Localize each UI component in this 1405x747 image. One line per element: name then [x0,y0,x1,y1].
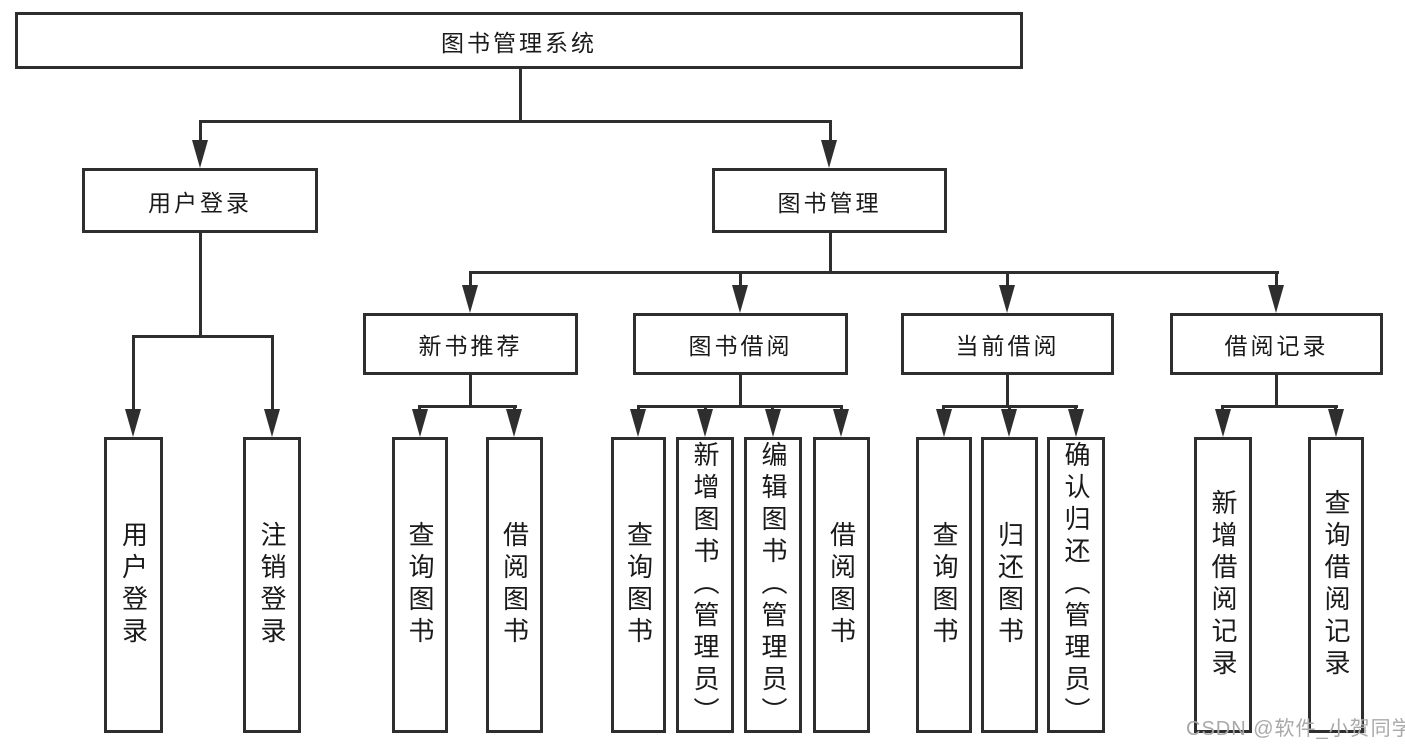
arrowhead-icon [462,285,478,313]
node-return-books: 归还图书 [981,437,1038,733]
arrowhead-icon [833,409,849,437]
connector-line [1006,375,1009,405]
connector-line [199,120,832,123]
connector-line [1275,375,1278,405]
arrowhead-icon [732,285,748,313]
arrowhead-icon [412,409,428,437]
node-query-books-1: 查询图书 [392,437,448,733]
node-add-books-admin: 新增图书（管理员） [676,437,734,733]
node-confirm-return-admin: 确认归还（管理员） [1047,437,1105,733]
arrowhead-icon [1268,285,1284,313]
connector-line [132,335,274,338]
arrowhead-icon [1001,409,1017,437]
node-query-books-2: 查询图书 [611,437,666,733]
connector-line [469,375,472,405]
arrowhead-icon [765,409,781,437]
connector-line [199,120,202,144]
connector-line [271,335,274,411]
node-query-borrow-record: 查询借阅记录 [1308,437,1364,733]
node-add-borrow-record: 新增借阅记录 [1194,437,1252,733]
node-query-books-3: 查询图书 [916,437,972,733]
arrowhead-icon [1215,409,1231,437]
node-edit-books-admin: 编辑图书（管理员） [744,437,802,733]
connector-line [1221,405,1338,408]
arrowhead-icon [697,409,713,437]
arrowhead-icon [192,140,208,168]
node-book-management: 图书管理 [712,168,947,233]
connector-line [637,405,843,408]
arrowhead-icon [1068,409,1084,437]
node-borrowing-records: 借阅记录 [1170,313,1383,375]
node-book-borrowing: 图书借阅 [633,313,848,375]
connector-line [132,335,135,411]
connector-line [199,233,202,335]
node-user-login-leaf: 用户登录 [104,437,163,733]
node-borrow-books-2: 借阅图书 [813,437,870,733]
arrowhead-icon [821,140,837,168]
node-user-login: 用户登录 [82,168,318,233]
node-current-borrowing: 当前借阅 [901,313,1114,375]
connector-line [739,271,742,287]
connector-line [1275,271,1278,287]
connector-line [469,271,472,287]
node-library-system: 图书管理系统 [15,12,1023,69]
connector-line [829,120,832,144]
connector-line [1006,271,1009,287]
arrowhead-icon [630,409,646,437]
connector-line [418,405,517,408]
csdn-watermark: CSDN @软件_小贺同学 [1186,718,1405,740]
node-logout: 注销登录 [243,437,301,733]
node-borrow-books-1: 借阅图书 [486,437,543,733]
arrowhead-icon [936,409,952,437]
arrowhead-icon [506,409,522,437]
arrowhead-icon [999,285,1015,313]
arrowhead-icon [125,409,141,437]
connector-line [519,69,522,120]
connector-line [469,271,1279,274]
arrowhead-icon [264,409,280,437]
connector-line [829,233,832,271]
connector-line [739,375,742,405]
arrowhead-icon [1328,409,1344,437]
node-new-book-recommend: 新书推荐 [363,313,578,375]
